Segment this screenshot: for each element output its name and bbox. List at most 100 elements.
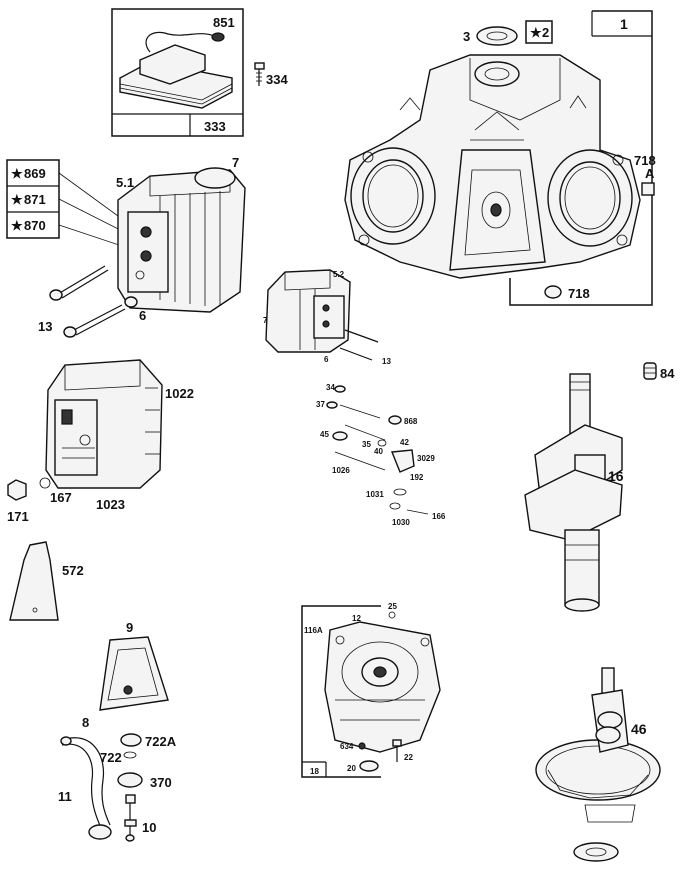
label-18: 18	[310, 767, 319, 776]
crankcase-cover-group: 18 12 25 116A 634 22 20	[301, 602, 441, 778]
label-634: 634	[340, 742, 354, 751]
label-1030: 1030	[392, 518, 410, 527]
label-25: 25	[388, 602, 397, 611]
label-10: 10	[142, 820, 156, 835]
label-7-second: 7	[263, 316, 268, 325]
crankshaft-16	[524, 373, 623, 612]
label-871: 871	[24, 192, 46, 207]
label-46: 46	[631, 721, 647, 737]
label-722a: 722A	[145, 734, 177, 749]
screw-22	[392, 739, 402, 762]
label-45: 45	[320, 430, 329, 439]
cylinder-head-5-2	[265, 269, 351, 353]
label-3029: 3029	[417, 454, 435, 463]
label-851: 851	[213, 15, 235, 30]
seal-3	[476, 26, 518, 46]
label-869: 869	[24, 166, 46, 181]
label-1026: 1026	[332, 466, 350, 475]
valve-train-parts	[326, 385, 429, 515]
label-13: 13	[38, 319, 52, 334]
armature-group: 851 334 333	[111, 8, 288, 137]
cylinder-head-1-group: ★ 869 ★ 871 ★ 870 5.1 7	[6, 155, 246, 338]
label-5-2: 5.2	[333, 270, 345, 279]
rocker-cover-1022	[45, 359, 163, 489]
label-22: 22	[404, 753, 413, 762]
plug-84	[643, 362, 657, 380]
air-guide-572	[9, 541, 59, 621]
label-34: 34	[326, 383, 335, 392]
label-333: 333	[204, 119, 226, 134]
label-192: 192	[410, 473, 424, 482]
label-40: 40	[374, 447, 383, 456]
armature-box	[111, 8, 244, 137]
cap-370	[117, 772, 143, 788]
label-9: 9	[126, 620, 133, 635]
cylinder-head-5-1	[117, 167, 246, 313]
breather-cover-9	[99, 636, 169, 711]
label-1031: 1031	[366, 490, 384, 499]
label-13-second: 13	[382, 357, 391, 366]
cover-box	[301, 605, 381, 778]
label-1023: 1023	[96, 497, 125, 512]
camshaft-group: 46	[535, 667, 661, 862]
label-6-second: 6	[324, 355, 329, 364]
label-35: 35	[362, 440, 371, 449]
label-7: 7	[232, 155, 239, 170]
breather-group: 9 8 722A 722 370 11 10	[58, 620, 177, 842]
label-3: 3	[463, 29, 470, 44]
crankcase-body	[344, 54, 641, 279]
label-37: 37	[316, 400, 325, 409]
gasket-722a	[120, 733, 142, 747]
seal-20	[359, 760, 379, 772]
star-icon: ★	[11, 192, 23, 207]
nut-171	[7, 479, 27, 501]
label-722: 722	[100, 750, 122, 765]
label-1: 1	[620, 16, 628, 32]
crankshaft-group: 84 16	[524, 362, 675, 612]
washer-6	[124, 296, 138, 308]
label-2: 2	[542, 25, 549, 40]
label-84: 84	[660, 366, 675, 381]
label-8: 8	[82, 715, 89, 730]
label-20: 20	[347, 764, 356, 773]
label-718a-suffix: A	[645, 166, 655, 181]
head-bolt-long	[49, 265, 109, 301]
camshaft-46	[535, 667, 661, 862]
label-718: 718	[568, 286, 590, 301]
label-5-1: 5.1	[116, 175, 134, 190]
dowel-718a	[641, 182, 655, 196]
armature-coil	[119, 31, 233, 109]
seal-722	[123, 751, 137, 759]
dowel-718	[544, 285, 562, 299]
label-12: 12	[352, 614, 361, 623]
air-guide-group: 572	[9, 541, 84, 621]
rocker-cover-group: 1022 1023 171 167	[7, 359, 194, 524]
label-116a: 116A	[304, 626, 323, 635]
star-icon: ★	[11, 166, 23, 181]
valve-train-group: 34 37 868 45 35 40 42 3029 1026 192 1031…	[316, 383, 446, 527]
cylinder-head-2-group: 5.2 7 6 13	[263, 269, 391, 366]
crankcase-box	[509, 10, 653, 306]
label-16: 16	[608, 468, 624, 484]
label-42: 42	[400, 438, 409, 447]
tube-11	[60, 736, 112, 840]
label-718a-number: 718	[634, 153, 656, 168]
label-870: 870	[24, 218, 46, 233]
label-1022: 1022	[165, 386, 194, 401]
label-6: 6	[139, 308, 146, 323]
label-171: 171	[7, 509, 29, 524]
crankcase-group: 1 ★ 2 3	[344, 10, 656, 306]
star-icon: ★	[530, 25, 542, 40]
label-572: 572	[62, 563, 84, 578]
label-370: 370	[150, 775, 172, 790]
label-11: 11	[58, 789, 72, 804]
washer-167	[39, 477, 51, 489]
label-166: 166	[432, 512, 446, 521]
short-block-box	[525, 20, 553, 44]
screw-334	[254, 62, 265, 86]
star-icon: ★	[11, 218, 23, 233]
crankcase-cover-12	[324, 621, 441, 753]
label-868: 868	[404, 417, 418, 426]
label-334: 334	[266, 72, 288, 87]
